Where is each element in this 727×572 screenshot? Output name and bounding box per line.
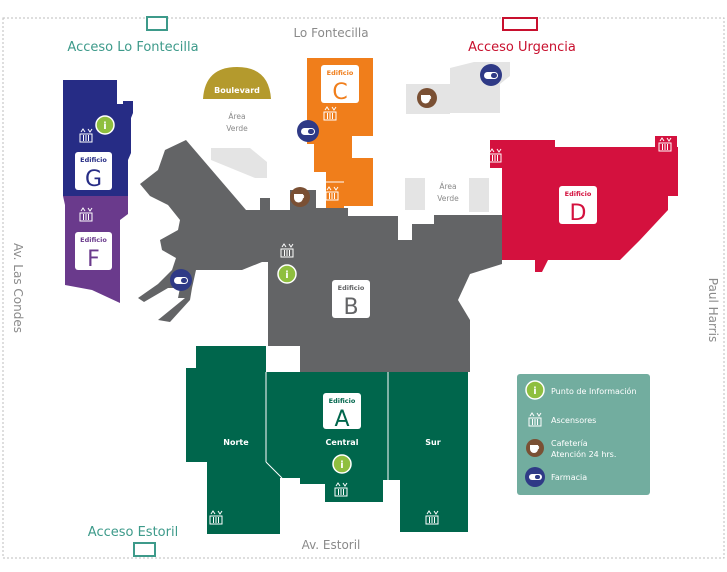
area-verde-1-line2: Verde xyxy=(226,124,248,133)
building-f-label[interactable]: Edificio F xyxy=(75,232,112,272)
access-urgencia-label: Acceso Urgencia xyxy=(468,40,576,55)
green-area-patch-2 xyxy=(211,148,267,178)
cafeteria-icon[interactable] xyxy=(417,88,437,108)
svg-text:i: i xyxy=(103,121,106,132)
building-g-label-box xyxy=(75,152,112,190)
building-b-label-box xyxy=(332,280,370,318)
access-estoril-marker xyxy=(133,542,156,557)
boulevard-label: Boulevard xyxy=(214,86,260,95)
building-g-label-word: Edificio xyxy=(80,156,107,164)
building-c-label[interactable]: Edificio C xyxy=(321,65,359,105)
pharmacy-icon[interactable] xyxy=(170,269,192,291)
building-a-shape[interactable] xyxy=(186,346,468,534)
building-b-shape[interactable] xyxy=(138,140,502,372)
building-d-label[interactable]: Edificio D xyxy=(559,186,597,226)
legend-cafeteria-icon xyxy=(526,439,544,457)
legend-elevators-label: Ascensores xyxy=(551,416,596,425)
access-fontecilla-marker xyxy=(146,16,168,31)
access-estoril[interactable]: Acceso Estoril xyxy=(88,525,178,557)
street-west-label: Av. Las Condes xyxy=(11,243,25,333)
access-fontecilla-label: Acceso Lo Fontecilla xyxy=(67,40,198,55)
svg-text:i: i xyxy=(340,460,343,471)
legend-cafeteria-label-1: Cafetería xyxy=(551,439,588,448)
legend-background xyxy=(517,374,650,495)
building-b-label[interactable]: Edificio B xyxy=(332,280,370,320)
building-f-label-box xyxy=(75,232,112,270)
building-a-divider-norte-2 xyxy=(265,461,283,479)
building-f-label-word: Edificio xyxy=(80,236,107,244)
map-legend: i Punto de Información Ascensores Cafete… xyxy=(517,374,650,495)
building-a-label-letter: A xyxy=(334,407,349,432)
area-verde-2-line2: Verde xyxy=(437,194,459,203)
area-verde-2-line1: Área xyxy=(439,182,456,191)
info-point-icon[interactable]: i xyxy=(95,115,115,135)
building-c-label-letter: C xyxy=(332,80,347,105)
annex-structure-north xyxy=(450,62,510,113)
legend-info-icon: i xyxy=(525,380,545,400)
building-c-label-box xyxy=(321,65,359,103)
street-north-label: Lo Fontecilla xyxy=(293,26,368,40)
legend-pharmacy-label: Farmacia xyxy=(551,473,587,482)
building-f-label-letter: F xyxy=(87,247,100,272)
building-d-label-box xyxy=(559,186,597,224)
building-a-label-box xyxy=(323,393,361,429)
building-d-annex xyxy=(655,136,677,153)
svg-text:i: i xyxy=(533,386,536,397)
building-b-label-word: Edificio xyxy=(338,284,365,292)
building-g-label[interactable]: Edificio G xyxy=(75,152,112,192)
building-g-label-letter: G xyxy=(85,167,102,192)
building-a-label-word: Edificio xyxy=(329,397,356,405)
site-boundary xyxy=(2,17,725,559)
legend-cafeteria-label-2: Atención 24 hrs. xyxy=(551,449,616,459)
street-south-label: Av. Estoril xyxy=(302,538,361,552)
street-east-label: Paul Harris xyxy=(706,278,720,342)
building-c-label-word: Edificio xyxy=(327,69,354,77)
cafeteria-icon[interactable] xyxy=(290,187,310,207)
wing-sur-label: Sur xyxy=(425,438,440,447)
legend-pharmacy-icon xyxy=(525,467,545,487)
green-area-block-1 xyxy=(405,178,425,210)
area-verde-1-line1: Área xyxy=(228,112,245,121)
building-a-label[interactable]: Edificio A xyxy=(323,393,361,432)
pharmacy-icon[interactable] xyxy=(480,64,502,86)
green-area-block-2 xyxy=(469,178,489,212)
building-b-label-letter: B xyxy=(343,295,358,320)
boulevard-dome[interactable] xyxy=(203,67,271,99)
building-d-label-letter: D xyxy=(570,201,587,226)
access-lo-fontecilla[interactable]: Acceso Lo Fontecilla xyxy=(67,16,199,55)
wing-norte-label: Norte xyxy=(223,438,249,447)
pharmacy-icon[interactable] xyxy=(297,120,319,142)
legend-info-label: Punto de Información xyxy=(551,386,637,396)
svg-text:i: i xyxy=(285,270,288,281)
info-point-icon[interactable]: i xyxy=(332,454,352,474)
access-urgencia[interactable]: Acceso Urgencia xyxy=(468,17,576,55)
building-d-label-word: Edificio xyxy=(565,190,592,198)
wing-central-label: Central xyxy=(326,438,359,447)
access-urgencia-marker xyxy=(502,17,538,31)
info-point-icon[interactable]: i xyxy=(277,264,297,284)
access-estoril-label: Acceso Estoril xyxy=(88,525,178,540)
